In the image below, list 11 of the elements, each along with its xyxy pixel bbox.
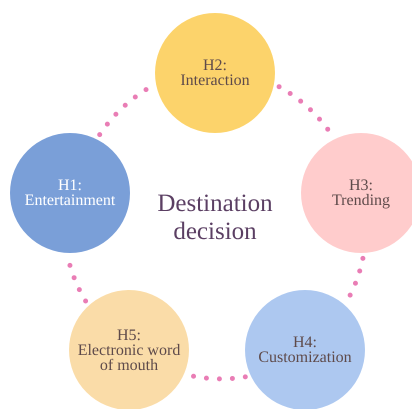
hypothesis-label: Electronic word of mouth (77, 342, 181, 372)
hypothesis-number: H4: (293, 335, 317, 350)
hypothesis-number: H3: (349, 178, 373, 193)
hypothesis-number: H2: (203, 58, 227, 73)
hypothesis-label: Entertainment (24, 193, 116, 208)
central-title: Destination decision (156, 190, 274, 246)
hypothesis-label: Trending (332, 193, 390, 208)
hypothesis-label: Customization (258, 350, 352, 365)
hypothesis-label: Interaction (180, 73, 250, 88)
hypothesis-number: H5: (117, 328, 141, 342)
hypothesis-number: H1: (58, 178, 82, 193)
